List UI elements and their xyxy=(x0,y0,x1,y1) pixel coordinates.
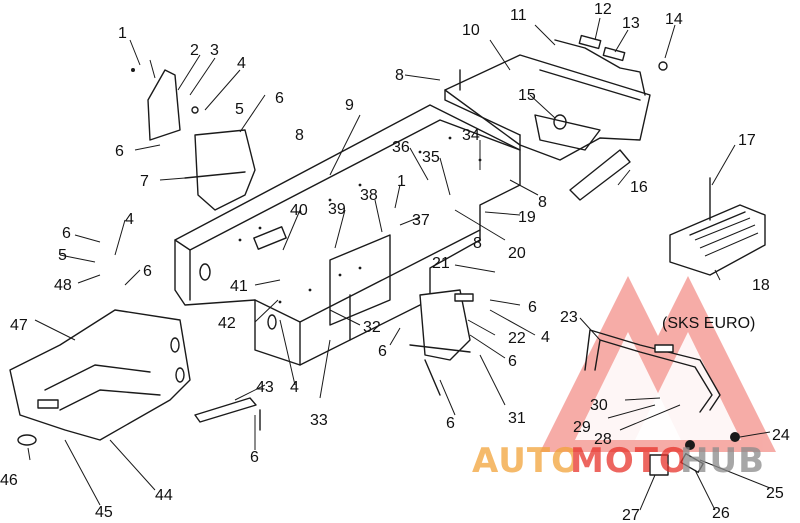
part-label: 6 xyxy=(250,449,259,466)
rear-bumper xyxy=(584,329,740,476)
part-label: 32 xyxy=(363,319,381,336)
part-label: 39 xyxy=(328,201,346,218)
part-label: 38 xyxy=(360,187,378,204)
part-label: 26 xyxy=(712,505,730,522)
part-label: 8 xyxy=(473,235,482,252)
part-label: 14 xyxy=(665,11,683,28)
part-label: 3 xyxy=(210,42,219,59)
part-label: 47 xyxy=(10,317,28,334)
part-label: 48 xyxy=(54,277,72,294)
part-label: 37 xyxy=(412,212,430,229)
part-label: 4 xyxy=(290,379,299,396)
step-plate xyxy=(194,397,261,431)
part-label: 23 xyxy=(560,309,578,326)
main-frame xyxy=(174,104,521,366)
sks-euro-footrest xyxy=(669,177,766,276)
part-label: 21 xyxy=(432,255,450,272)
part-label: 8 xyxy=(295,127,304,144)
part-label: 27 xyxy=(622,507,640,523)
right-bracket-assembly xyxy=(409,289,474,396)
part-label: 43 xyxy=(256,379,274,396)
part-label: 20 xyxy=(508,245,526,262)
part-label: 33 xyxy=(310,412,328,429)
part-label: 35 xyxy=(422,149,440,166)
part-label: 6 xyxy=(275,90,284,107)
part-label: 6 xyxy=(446,415,455,432)
watermark-text-hub: HUB xyxy=(680,441,765,481)
rear-frame xyxy=(444,34,668,201)
part-label: 22 xyxy=(508,330,526,347)
part-label: 12 xyxy=(594,1,612,18)
part-label: 4 xyxy=(541,329,550,346)
part-label: 42 xyxy=(218,315,236,332)
leader-lines xyxy=(27,17,771,511)
part-label: 46 xyxy=(0,472,18,489)
part-label: 10 xyxy=(462,22,480,39)
part-label: 6 xyxy=(62,225,71,242)
part-label: 36 xyxy=(392,139,410,156)
watermark-text-moto: MOTO xyxy=(570,441,689,481)
part-label: 29 xyxy=(573,419,591,436)
part-label: 6 xyxy=(378,343,387,360)
part-label: 13 xyxy=(622,15,640,32)
part-label: 28 xyxy=(594,431,612,448)
watermark-text-auto: AUTO xyxy=(472,441,581,481)
part-label: 6 xyxy=(143,263,152,280)
part-label: 19 xyxy=(518,209,536,226)
part-label: 5 xyxy=(235,101,244,118)
part-label: 2 xyxy=(190,42,199,59)
left-bracket-assembly xyxy=(131,68,256,211)
part-label: 7 xyxy=(140,173,149,190)
part-label: 15 xyxy=(518,87,536,104)
part-label: 25 xyxy=(766,485,784,502)
part-label: 6 xyxy=(115,143,124,160)
sks-euro-note: (SKS EURO) xyxy=(662,315,755,332)
part-label: 31 xyxy=(508,410,526,427)
part-label: 45 xyxy=(95,504,113,521)
part-label: 1 xyxy=(118,25,127,42)
part-label: 16 xyxy=(630,179,648,196)
part-label: 11 xyxy=(510,7,527,24)
part-label: 41 xyxy=(230,278,248,295)
part-label: 1 xyxy=(397,173,406,190)
part-label: 40 xyxy=(290,202,308,219)
part-label: 4 xyxy=(125,211,134,228)
part-label: 8 xyxy=(538,194,547,211)
part-label: 18 xyxy=(752,277,770,294)
part-label: 6 xyxy=(528,299,537,316)
footrest-tray xyxy=(9,309,191,446)
part-label: 34 xyxy=(462,127,480,144)
part-label: 30 xyxy=(590,397,608,414)
part-label: 8 xyxy=(395,67,404,84)
part-label: 17 xyxy=(738,132,756,149)
watermark-text: AUTO MOTO HUB xyxy=(472,441,765,481)
part-label: 5 xyxy=(58,247,67,264)
part-label: 9 xyxy=(345,97,354,114)
part-label: 6 xyxy=(508,353,517,370)
part-label: 44 xyxy=(155,487,173,504)
part-label: 4 xyxy=(237,55,246,72)
part-label: 24 xyxy=(772,427,790,444)
